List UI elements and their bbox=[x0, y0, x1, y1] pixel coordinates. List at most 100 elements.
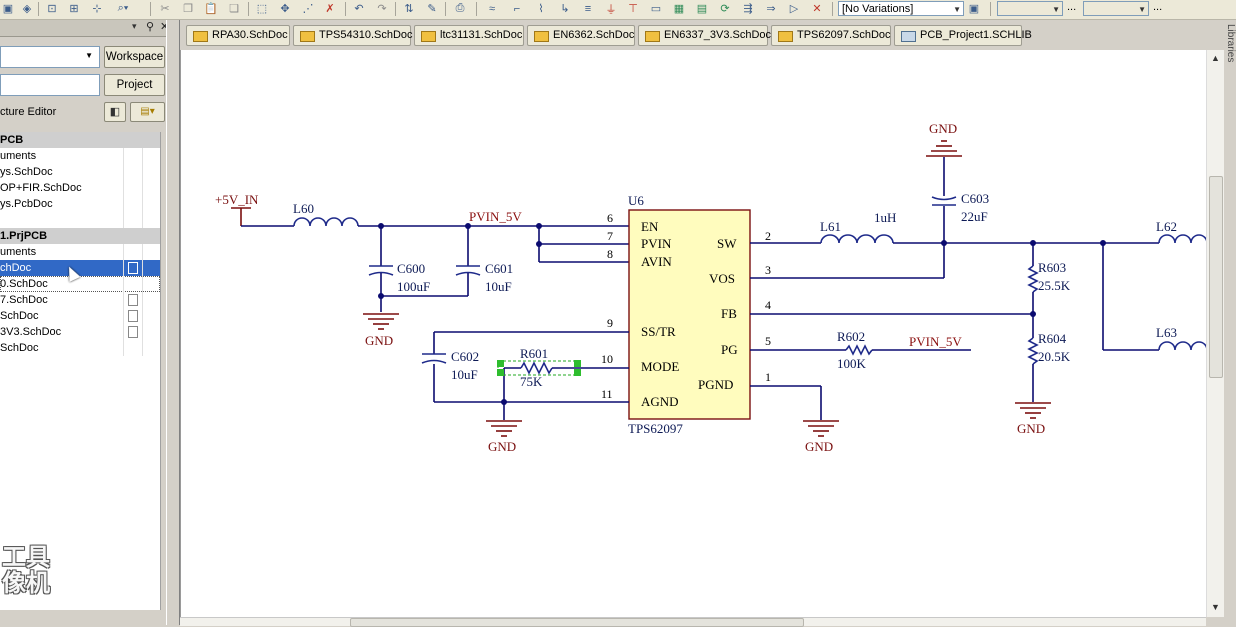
resistor-R603[interactable]: R603 25.5K bbox=[1027, 260, 1071, 293]
vertical-scrollbar[interactable]: ▲ ▼ bbox=[1206, 50, 1224, 617]
project-tree-item[interactable]: uments bbox=[0, 244, 160, 260]
project-tree-item[interactable]: chDoc bbox=[0, 260, 160, 276]
resistor-R604[interactable]: R604 20.5K bbox=[1027, 331, 1071, 365]
vcc-power-port-icon[interactable]: ⊤ bbox=[628, 3, 638, 15]
panel-menu-icon[interactable]: ▾ bbox=[132, 21, 137, 31]
inductor-L61[interactable]: L61 1uH bbox=[820, 210, 896, 244]
document-tab[interactable]: TPS54310.SchDoc bbox=[293, 25, 413, 46]
panel-splitter[interactable] bbox=[166, 20, 180, 625]
resistor-R601-selected[interactable]: R601 75K bbox=[497, 346, 581, 389]
redo-icon[interactable]: ↷ bbox=[377, 3, 387, 15]
place-part-icon[interactable]: ▭ bbox=[650, 3, 662, 15]
vertical-scroll-thumb[interactable] bbox=[1209, 176, 1223, 378]
project-tree-item[interactable] bbox=[0, 212, 160, 228]
place-bus-icon[interactable]: ⌐ bbox=[513, 2, 521, 15]
zoom-dropdown-icon[interactable]: ⌕▾ bbox=[117, 2, 129, 14]
ic-U6[interactable]: U6 TPS62097 6 EN 7 PVIN 8 AVIN 9 SS/TR 1… bbox=[601, 193, 771, 436]
power-port-5v-in[interactable]: +5V_IN bbox=[215, 192, 259, 226]
layers-icon[interactable]: ◈ bbox=[22, 3, 32, 15]
place-sheet-symbol-icon[interactable]: ▦ bbox=[673, 3, 685, 15]
gnd-power-port-icon[interactable]: ⏚ bbox=[605, 3, 617, 16]
scroll-down-icon[interactable]: ▼ bbox=[1211, 602, 1220, 612]
toolbar-overflow-2[interactable]: ... bbox=[1153, 1, 1163, 13]
gnd-port-pgnd[interactable]: GND bbox=[803, 420, 839, 454]
project-tree-item[interactable]: ys.PcbDoc bbox=[0, 196, 160, 212]
place-port-arrow-icon[interactable]: ▷ bbox=[789, 3, 799, 15]
document-tab[interactable]: PCB_Project1.SCHLIB bbox=[894, 25, 1032, 46]
off-sheet-connector-icon[interactable]: ⇒ bbox=[766, 3, 776, 15]
project-tree-item[interactable]: SchDoc bbox=[0, 308, 160, 324]
project-tree-item[interactable]: ys.SchDoc bbox=[0, 164, 160, 180]
gnd-port-r604[interactable]: GND bbox=[1015, 402, 1051, 436]
cross-probe-icon[interactable]: ✎ bbox=[427, 3, 437, 15]
copy-icon[interactable]: ❐ bbox=[183, 3, 193, 15]
variant-manager-icon[interactable]: ▣ bbox=[968, 3, 980, 15]
clear-selection-icon[interactable]: ✗ bbox=[325, 3, 335, 15]
capacitor-C601[interactable]: C601 10uF bbox=[455, 226, 513, 296]
project-field[interactable] bbox=[0, 74, 100, 96]
cut-icon[interactable]: ✂ bbox=[160, 3, 170, 15]
variations-dropdown[interactable]: [No Variations]▼ bbox=[838, 1, 964, 16]
inductor-L63[interactable]: L63 bbox=[1156, 325, 1207, 351]
document-tab[interactable]: RPA30.SchDoc bbox=[186, 25, 290, 46]
C602-value: 10uF bbox=[451, 367, 478, 382]
scroll-up-icon[interactable]: ▲ bbox=[1211, 53, 1220, 63]
gnd-port-c603[interactable]: GND bbox=[926, 121, 962, 157]
document-tab[interactable]: ltc31131.SchDoc bbox=[414, 25, 524, 46]
place-sheet-entry-icon[interactable]: ▤ bbox=[696, 3, 708, 15]
paste-icon[interactable]: 📋 bbox=[204, 3, 218, 15]
structure-view-icon[interactable]: ▤▾ bbox=[130, 102, 165, 122]
zoom-selected-icon[interactable]: ⊹ bbox=[92, 3, 102, 15]
place-net-label-icon[interactable]: ≡ bbox=[584, 2, 592, 15]
project-tree-header[interactable]: 1.PrjPCB bbox=[0, 228, 160, 244]
zoom-area-icon[interactable]: ⊞ bbox=[69, 3, 79, 15]
zoom-fit-icon[interactable]: ⊡ bbox=[47, 3, 57, 15]
compile-icon[interactable]: ⎙ bbox=[455, 2, 465, 14]
select-area-icon[interactable]: ⬚ bbox=[256, 3, 268, 15]
net-label-pvin-pg[interactable]: PVIN_5V bbox=[909, 334, 962, 349]
workspace-button[interactable]: Workspace bbox=[104, 46, 165, 68]
hierarchy-updown-icon[interactable]: ⇅ bbox=[404, 3, 414, 15]
undo-icon[interactable]: ↶ bbox=[354, 3, 364, 15]
place-wire-icon[interactable]: ≈ bbox=[488, 2, 496, 15]
net-label-pvin[interactable]: PVIN_5V bbox=[469, 209, 522, 224]
libraries-side-panel[interactable]: Libraries bbox=[1223, 20, 1236, 625]
toolbar-combo-3[interactable]: ▼ bbox=[1083, 1, 1149, 16]
project-tree-item[interactable]: OP+FIR.SchDoc bbox=[0, 180, 160, 196]
move-icon[interactable]: ✥ bbox=[280, 3, 290, 15]
place-port-icon[interactable]: ⇶ bbox=[743, 3, 753, 15]
toolbar-overflow-1[interactable]: ... bbox=[1067, 1, 1077, 13]
workspace-combo[interactable]: ▼ bbox=[0, 46, 100, 68]
save-icon[interactable]: ▣ bbox=[2, 3, 14, 15]
place-signal-harness-icon[interactable]: ⌇ bbox=[538, 3, 544, 15]
place-device-sheet-icon[interactable]: ⟳ bbox=[720, 3, 730, 15]
pin-icon[interactable]: ⚲ bbox=[146, 21, 155, 33]
select-lasso-icon[interactable]: ⋰ bbox=[302, 3, 314, 15]
gnd-port-c600[interactable]: GND bbox=[363, 313, 399, 348]
gnd-port-c602[interactable]: GND bbox=[486, 420, 522, 454]
document-tab[interactable]: TPS62097.SchDoc bbox=[771, 25, 891, 46]
capacitor-C600[interactable]: C600 100uF bbox=[368, 226, 430, 312]
file-view-icon[interactable]: ◧ bbox=[104, 102, 126, 122]
project-tree-item[interactable]: uments bbox=[0, 148, 160, 164]
project-tree-header[interactable]: PCB bbox=[0, 132, 160, 148]
capacitor-C603[interactable]: C603 22uF bbox=[931, 191, 989, 224]
project-button[interactable]: Project bbox=[104, 74, 165, 96]
close-icon[interactable]: ✕ bbox=[160, 21, 166, 33]
document-tab[interactable]: EN6337_3V3.SchDoc bbox=[638, 25, 771, 46]
project-tree-item[interactable]: SchDoc bbox=[0, 340, 160, 356]
resistor-R602[interactable]: R602 100K bbox=[837, 329, 873, 371]
toolbar-combo-2[interactable]: ▼ bbox=[997, 1, 1063, 16]
inductor-L60[interactable]: L60 bbox=[293, 201, 359, 227]
project-tree-item[interactable]: 7.SchDoc bbox=[0, 292, 160, 308]
project-tree-item[interactable]: 3V3.SchDoc bbox=[0, 324, 160, 340]
inductor-L62[interactable]: L62 bbox=[1156, 219, 1207, 244]
no-erc-icon[interactable]: ✕ bbox=[812, 3, 822, 15]
capacitor-C602[interactable]: C602 10uF bbox=[421, 349, 479, 382]
horizontal-scroll-thumb[interactable] bbox=[350, 618, 804, 627]
document-tab[interactable]: EN6362.SchDoc bbox=[527, 25, 635, 46]
place-bus-entry-icon[interactable]: ↳ bbox=[560, 3, 570, 15]
rubber-stamp-icon[interactable]: ❏ bbox=[229, 3, 239, 15]
project-tree-item[interactable]: 0.SchDoc bbox=[0, 276, 160, 292]
schematic-canvas[interactable]: +5V_IN L60 PVIN_5V C600 100uF C601 10uF bbox=[180, 50, 1207, 617]
